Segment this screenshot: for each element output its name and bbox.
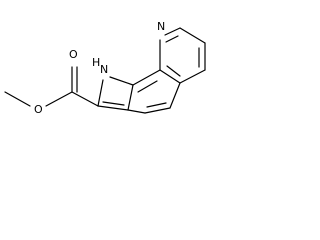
atom-label-ester-o: O	[34, 103, 43, 116]
bond-n9-c8-inner	[165, 35, 179, 43]
bond-inner-double-2	[146, 102, 167, 108]
bond-carbonyl-c2	[71, 91, 99, 107]
bond-methyl-ester-o	[4, 91, 31, 107]
bond-c2-n1	[97, 79, 104, 107]
structure-canvas: N H N O O	[0, 0, 218, 123]
atom-label-pyrrole-n: N	[100, 63, 108, 76]
atom-label-pyridine-n: N	[157, 20, 165, 33]
bond-c9a-c3a	[127, 84, 134, 111]
bond-c8-c7	[179, 27, 206, 44]
atom-label-pyrrole-h: H	[92, 56, 100, 69]
bond-c4-c3a	[127, 109, 146, 114]
bond-inner-double-1	[137, 80, 158, 93]
bond-c3a-c3	[97, 105, 129, 111]
bond-c6-c5a	[179, 69, 206, 84]
bond-ester-o-carbonyl-c	[45, 91, 73, 107]
molecule-diagram: N H N O O	[4, 20, 206, 116]
bond-c5-c4	[144, 107, 171, 114]
bond-c9b-c5a-inner	[166, 65, 181, 77]
bond-c5a-c5	[169, 82, 181, 109]
bond-n9-c8	[164, 27, 181, 36]
bond-c9b-c5a	[159, 69, 181, 84]
bond-c2-c3-double	[102, 101, 125, 106]
bond-n1-c9a	[109, 76, 134, 86]
bond-c9a-c9b	[132, 69, 161, 86]
atom-label-carbonyl-o: O	[69, 48, 78, 61]
